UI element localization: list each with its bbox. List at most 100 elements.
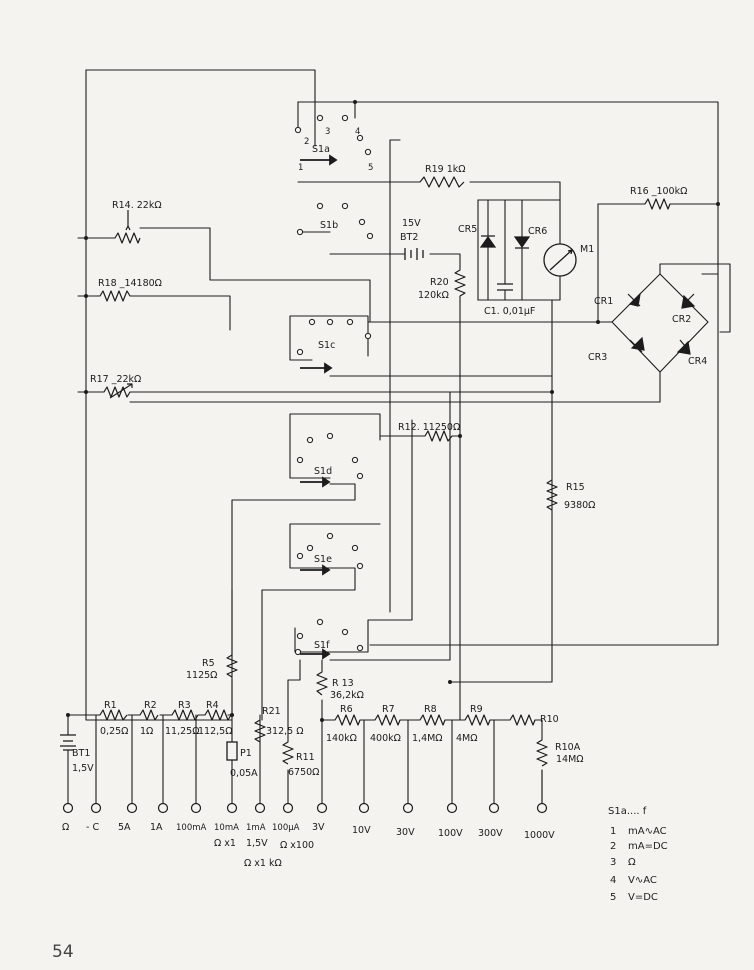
terminal-label-300v: 300V [478, 828, 503, 839]
label-s1f: S1f [314, 640, 330, 651]
resistor-r5 [226, 654, 238, 678]
resistor-r14 [114, 232, 141, 244]
junction-dots [66, 100, 720, 722]
label-c1: C1. 0,01μF [484, 306, 535, 317]
legend-num-5: 5 [610, 892, 616, 903]
label-r8: R8 [424, 704, 437, 715]
switch-s1d-contacts [296, 432, 364, 480]
label-bt1-v: 1,5V [72, 763, 94, 774]
label-s1c: S1c [318, 340, 335, 351]
legend-text-2: mA=DC [628, 841, 668, 852]
resistor-r6 [334, 714, 361, 726]
terminal-label-c: - C [86, 822, 99, 833]
wire-s1f-2 [329, 391, 451, 661]
terminal-sublabel-x1: Ω x1 [214, 838, 236, 849]
label-r21: R21 [262, 706, 281, 717]
resistor-r2 [139, 709, 159, 721]
resistor-r7 [374, 714, 401, 726]
label-s1a: S1a [312, 144, 330, 155]
s1a-num-2: 2 [304, 137, 309, 147]
legend-text-4: V∿AC [628, 875, 657, 886]
wire-s1e-out [261, 567, 356, 721]
legend-text-1: mA∿AC [628, 826, 667, 837]
terminal-label-10ma: 10mA [214, 823, 239, 833]
p1-fuse [226, 741, 238, 761]
label-r17: R17 _22kΩ [90, 374, 141, 385]
s1a-num-3: 3 [325, 127, 330, 137]
wire-s1f-3 [287, 659, 301, 721]
diode-cr1 [627, 292, 641, 307]
label-r3: R3 [178, 700, 191, 711]
label-r15: R15 [566, 482, 585, 493]
terminal-label-30v: 30V [396, 827, 415, 838]
legend-num-1: 1 [610, 826, 616, 837]
label-bt2-v: 15V [402, 218, 421, 229]
label-r3-val: 11,25Ω [165, 726, 199, 737]
resistor-r16 [644, 198, 671, 210]
switch-s1b-contacts [296, 202, 374, 240]
wire-top-loop [85, 69, 316, 147]
resistor-r10a [536, 739, 548, 767]
terminal-label-ohm: Ω [62, 822, 69, 833]
wire-r6-bus [321, 719, 543, 809]
label-r20-val: 120kΩ [418, 290, 449, 301]
terminal-label-5a: 5A [118, 822, 131, 833]
resistor-r13 [316, 671, 328, 696]
wire-s1c-box [289, 315, 369, 361]
resistor-r11 [282, 741, 294, 765]
diode-cr5 [479, 235, 497, 248]
wire-right-rail [369, 204, 719, 646]
label-s1e: S1e [314, 554, 332, 565]
label-r12: R12. 11250Ω [398, 422, 460, 433]
s1a-num-4: 4 [355, 127, 360, 137]
label-r10a: R10A [555, 742, 581, 753]
legend-text-5: V=DC [628, 892, 658, 903]
switch-s1a-contacts [294, 114, 372, 156]
label-bt1: BT1 [72, 748, 90, 759]
wire-bt2 [329, 253, 461, 721]
legend-num-2: 2 [610, 841, 616, 852]
label-r9-val: 4MΩ [456, 733, 478, 744]
legend-title: S1a.... f [608, 806, 647, 817]
diode-cr4 [676, 339, 691, 355]
c1-capacitor [497, 283, 513, 291]
s1a-num-5: 5 [368, 163, 373, 173]
terminal-label-100ma: 100mA [176, 823, 207, 833]
label-r10a-val: 14MΩ [556, 754, 584, 765]
resistor-r9 [464, 714, 491, 726]
resistor-r12 [424, 430, 453, 442]
m1-meter [543, 243, 577, 277]
terminal-sublabel-x1k: Ω x1 kΩ [244, 858, 282, 869]
wire-r19 [297, 181, 561, 221]
legend-num-3: 3 [610, 857, 616, 868]
label-r6: R6 [340, 704, 353, 715]
terminal-label-10v: 10V [352, 825, 371, 836]
label-r13: R 13 [332, 678, 354, 689]
label-r13-val: 36,2kΩ [330, 690, 364, 701]
diode-cr3 [629, 336, 645, 353]
wire-s1e-box [289, 523, 381, 569]
wire-r18 [77, 295, 231, 331]
label-r9: R9 [470, 704, 483, 715]
label-r10: R10 [540, 714, 559, 725]
wire-r15 [449, 479, 553, 683]
wire-left-rail [85, 69, 233, 721]
resistor-r15 [546, 479, 558, 511]
label-cr4: CR4 [688, 356, 707, 367]
resistor-r8 [419, 714, 446, 726]
label-cr6: CR6 [528, 226, 547, 237]
terminal-label-100v: 100V [438, 828, 463, 839]
resistor-r3 [171, 709, 199, 721]
label-p1-val: 0,05A [230, 768, 258, 779]
terminal-label-1a: 1A [150, 822, 163, 833]
wire-s1d-down [231, 483, 356, 721]
label-r4-val: 112,5Ω [198, 726, 232, 737]
label-r1-val: 0,25Ω [100, 726, 128, 737]
label-r20: R20 [430, 277, 449, 288]
label-r6-val: 140kΩ [326, 733, 357, 744]
wiper-arrow-r14 [125, 210, 131, 231]
terminal-label-1ma: 1mA [246, 823, 266, 833]
switch-s1f-contacts [294, 618, 364, 656]
bt2-symbol [404, 248, 424, 260]
label-r7-val: 400kΩ [370, 733, 401, 744]
